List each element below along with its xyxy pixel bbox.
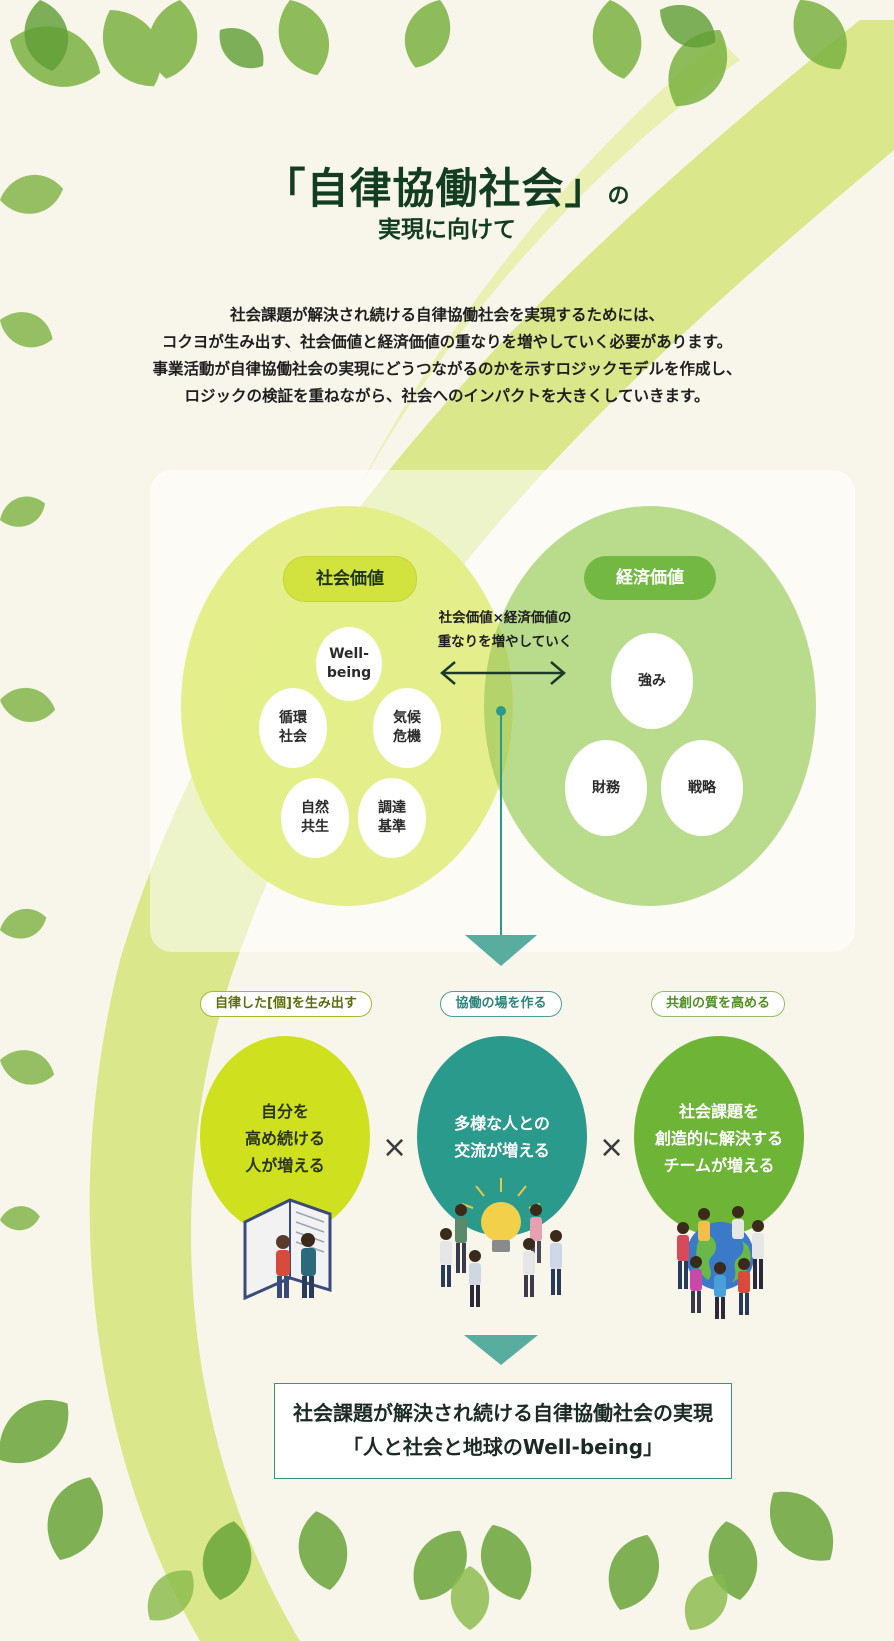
outcome-text-line: 人が増える xyxy=(245,1156,325,1175)
outcome-text-line: 創造的に解決する xyxy=(654,1129,783,1148)
social-value-label: 社会価値 xyxy=(283,556,417,602)
outcome-tag: 自律した[個]を生み出す xyxy=(200,991,372,1017)
result-box: 社会課題が解決され続ける自律協働社会の実現 「人と社会と地球のWell-bein… xyxy=(274,1383,732,1479)
economic-item-label: 強み xyxy=(638,672,666,689)
intro-line: コクヨが生み出す、社会価値と経済価値の重なりを増やしていく必要があります。 xyxy=(161,333,733,351)
outcome-text-line: 社会課題を xyxy=(678,1102,759,1121)
multiply-sign: × xyxy=(599,1130,625,1165)
social-item-wellbeing: Well- being xyxy=(316,627,382,701)
social-value-circle xyxy=(181,506,513,906)
down-arrow-icon xyxy=(464,1335,538,1365)
intro-line: ロジックの検証を重ねながら、社会へのインパクトを大きくしていきます。 xyxy=(184,387,710,405)
page-title-suffix: の xyxy=(607,183,631,209)
outcome-text-line: 交流が増える xyxy=(454,1141,550,1160)
economic-item-label: 戦略 xyxy=(688,779,716,796)
lightbulb-people-illustration xyxy=(440,1178,562,1307)
globe-team-illustration xyxy=(677,1206,764,1319)
overlap-label-line: 重なりを増やしていく xyxy=(437,634,573,650)
outcome-tag: 共創の質を高める xyxy=(651,991,785,1017)
social-item-procurement: 調達 基準 xyxy=(358,778,426,858)
page-title: 「自律協働社会」の xyxy=(0,155,894,216)
social-item-label: 気候 危機 xyxy=(393,710,421,745)
outcome-text-line: 高め続ける xyxy=(244,1129,325,1148)
result-line: 社会課題が解決され続ける自律協働社会の実現 xyxy=(293,1401,713,1425)
double-arrow-icon xyxy=(440,661,566,685)
overlap-label: 社会価値×経済価値の 重なりを増やしていく xyxy=(420,606,590,654)
social-item-nature: 自然 共生 xyxy=(281,778,349,858)
social-item-label: 自然 共生 xyxy=(301,800,329,835)
outcome-tag: 協働の場を作る xyxy=(440,991,562,1017)
social-item-climate: 気候 危機 xyxy=(373,688,441,768)
social-item-label: Well- being xyxy=(326,646,372,681)
intro-line: 社会課題が解決され続ける自律協働社会を実現するためには、 xyxy=(229,306,664,324)
social-item-circular: 循環 社会 xyxy=(259,688,327,768)
multiply-sign: × xyxy=(382,1130,408,1165)
economic-item-finance: 財務 xyxy=(565,740,647,836)
intro-line: 事業活動が自律協働社会の実現にどうつながるのかを示すロジックモデルを作成し、 xyxy=(152,360,742,378)
economic-item-label: 財務 xyxy=(592,779,620,796)
outcome-circle-cocreation: 社会課題を 創造的に解決する チームが増える xyxy=(634,1036,804,1236)
social-item-label: 調達 基準 xyxy=(378,800,406,835)
down-arrow-icon xyxy=(465,935,537,966)
page-subtitle: 実現に向けて xyxy=(378,216,516,243)
page-title-main: 「自律協働社会」 xyxy=(263,164,608,213)
reading-people-illustration xyxy=(243,1198,332,1301)
social-item-label: 循環 社会 xyxy=(279,710,307,745)
economic-value-label: 経済価値 xyxy=(584,556,716,600)
result-line: 「人と社会と地球のWell-being」 xyxy=(342,1435,664,1459)
intro-text: 社会課題が解決され続ける自律協働社会を実現するためには、 コクヨが生み出す、社会… xyxy=(0,302,894,410)
economic-item-strength: 強み xyxy=(611,633,693,729)
outcome-text-line: 自分を xyxy=(260,1102,309,1121)
outcome-text-line: 多様な人との xyxy=(454,1114,550,1133)
overlap-label-line: 社会価値×経済価値の xyxy=(438,610,572,626)
outcome-text-line: チームが増える xyxy=(663,1156,775,1175)
economic-item-strategy: 戦略 xyxy=(661,740,743,836)
